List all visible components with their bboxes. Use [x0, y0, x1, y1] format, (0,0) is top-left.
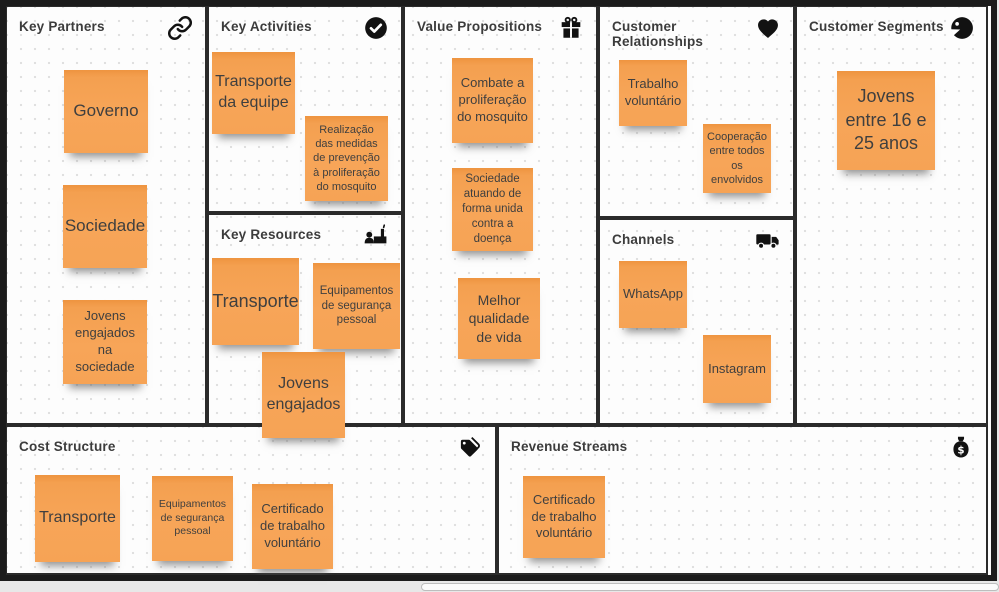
section-key-activities: Key Activities: [207, 5, 403, 213]
money-bag-icon: $: [948, 435, 974, 461]
section-channels: Channels: [598, 218, 795, 425]
sticky-note[interactable]: Transporte: [35, 475, 120, 562]
section-title-key-activities: Key Activities: [221, 19, 312, 34]
section-key-partners: Key Partners: [5, 5, 207, 425]
sticky-note[interactable]: Combate a proliferação do mosquito: [452, 58, 533, 143]
sticky-note[interactable]: Cooperação entre todos os envolvidos: [703, 124, 771, 193]
section-title-customer-segments: Customer Segments: [809, 19, 944, 34]
people-factory-icon: [363, 223, 389, 249]
sticky-note[interactable]: Governo: [64, 70, 148, 153]
check-icon: [363, 15, 389, 41]
sticky-note[interactable]: Transporte: [212, 258, 299, 345]
person-face-icon: [948, 15, 974, 41]
link-icon: [167, 15, 193, 41]
sticky-note[interactable]: Equipamentos de segurança pessoal: [313, 263, 400, 349]
sticky-note[interactable]: Jovens entre 16 e 25 anos: [837, 71, 935, 170]
heart-icon: [755, 15, 781, 41]
sticky-note[interactable]: Realização das medidas de prevenção à pr…: [305, 116, 388, 201]
sticky-note[interactable]: Equipamentos de segurança pessoal: [152, 476, 233, 561]
sticky-note[interactable]: WhatsApp: [619, 261, 687, 328]
sticky-note[interactable]: Melhor qualidade de vida: [458, 278, 540, 359]
sticky-note[interactable]: Jovens engajados na sociedade: [63, 300, 147, 384]
section-title-key-resources: Key Resources: [221, 227, 322, 242]
section-title-value-propositions: Value Propositions: [417, 19, 543, 34]
gift-icon: [558, 15, 584, 41]
truck-icon: [755, 228, 781, 254]
sticky-note[interactable]: Sociedade: [63, 185, 147, 268]
price-tags-icon: [457, 435, 483, 461]
section-title-revenue-streams: Revenue Streams: [511, 439, 628, 454]
section-customer-segments: Customer Segments: [795, 5, 988, 425]
section-cost-structure: Cost Structure: [5, 425, 497, 575]
section-title-customer-relationships: Customer Relationships: [612, 19, 704, 49]
sticky-note[interactable]: Certificado de trabalho voluntário: [523, 476, 605, 558]
sticky-note[interactable]: Instagram: [703, 335, 771, 403]
section-title-key-partners: Key Partners: [19, 19, 105, 34]
sticky-note[interactable]: Jovens engajados: [262, 352, 345, 438]
section-title-cost-structure: Cost Structure: [19, 439, 116, 454]
sticky-note[interactable]: Certificado de trabalho voluntário: [252, 484, 333, 569]
sticky-note[interactable]: Trabalho voluntário: [619, 60, 687, 126]
horizontal-scrollbar-thumb[interactable]: [421, 583, 999, 591]
section-customer-relationships: Customer Relationships: [598, 5, 795, 218]
section-title-channels: Channels: [612, 232, 675, 247]
section-value-propositions: Value Propositions: [403, 5, 598, 425]
sticky-note[interactable]: Sociedade atuando de forma unida contra …: [452, 168, 533, 251]
svg-text:$: $: [957, 445, 964, 457]
sticky-note[interactable]: Transporte da equipe: [212, 52, 295, 134]
section-revenue-streams: Revenue Streams $: [497, 425, 988, 575]
